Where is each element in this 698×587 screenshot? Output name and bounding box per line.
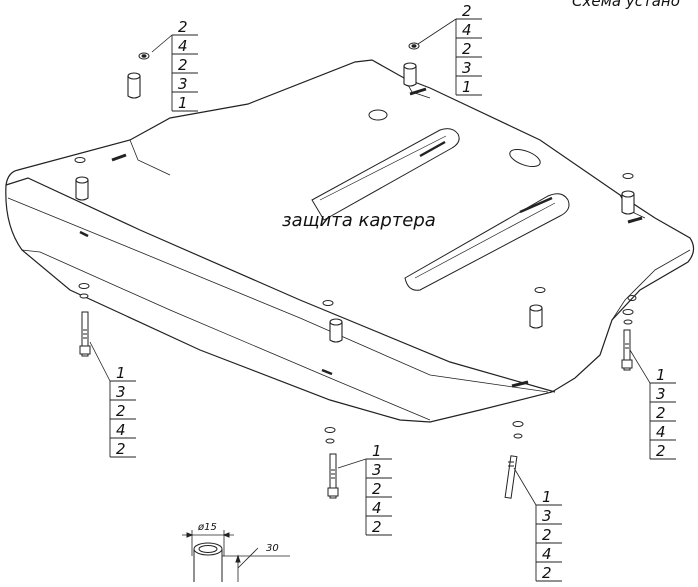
- spacer-detail: [182, 530, 290, 582]
- diameter-label: ø15: [197, 522, 217, 533]
- callout-leader: [151, 34, 173, 53]
- callout-item: 2: [116, 440, 126, 458]
- callout-item: 3: [542, 507, 552, 525]
- callout-item: 3: [656, 385, 666, 403]
- callout-item: 2: [462, 2, 472, 20]
- callout-item: 2: [656, 404, 666, 422]
- callout-leader: [417, 18, 457, 45]
- callout-leader: [629, 349, 651, 384]
- callout-item: 2: [462, 40, 472, 58]
- callout-item: 1: [656, 366, 666, 384]
- washers: [74, 42, 634, 444]
- callout-item: 2: [542, 526, 552, 544]
- callout-item: 2: [372, 518, 382, 536]
- callout-item: 1: [462, 78, 472, 96]
- callout-item: 2: [656, 442, 666, 460]
- callout-item: 3: [178, 75, 188, 93]
- callout-item: 2: [542, 564, 552, 582]
- callout-item: 4: [372, 499, 382, 517]
- plate-label: защита картера: [282, 210, 436, 231]
- crankcase-guard-plate: [5, 59, 695, 423]
- callout-item: 4: [542, 545, 552, 563]
- callout-item: 3: [116, 383, 126, 401]
- callout-item: 3: [462, 59, 472, 77]
- drawing-title: Схема устано: [572, 0, 680, 10]
- callout-item: 2: [178, 56, 188, 74]
- spacer-sleeves: [75, 62, 635, 343]
- callout-item: 2: [116, 402, 126, 420]
- callout-item: 4: [462, 21, 472, 39]
- bolts: [79, 311, 633, 499]
- callout-item: 4: [116, 421, 126, 439]
- callout-item: 4: [178, 37, 188, 55]
- callout-item: 4: [656, 423, 666, 441]
- callout-leader: [337, 458, 367, 469]
- callout-leader: [89, 341, 111, 382]
- callout-item: 1: [542, 488, 552, 506]
- callout-item: 3: [372, 461, 382, 479]
- callout-leader: [513, 467, 537, 506]
- callout-item: 2: [178, 18, 188, 36]
- callout-item: 1: [178, 94, 188, 112]
- callout-item: 1: [372, 442, 382, 460]
- length-label: 30: [266, 543, 279, 554]
- callout-item: 2: [372, 480, 382, 498]
- callout-item: 1: [116, 364, 126, 382]
